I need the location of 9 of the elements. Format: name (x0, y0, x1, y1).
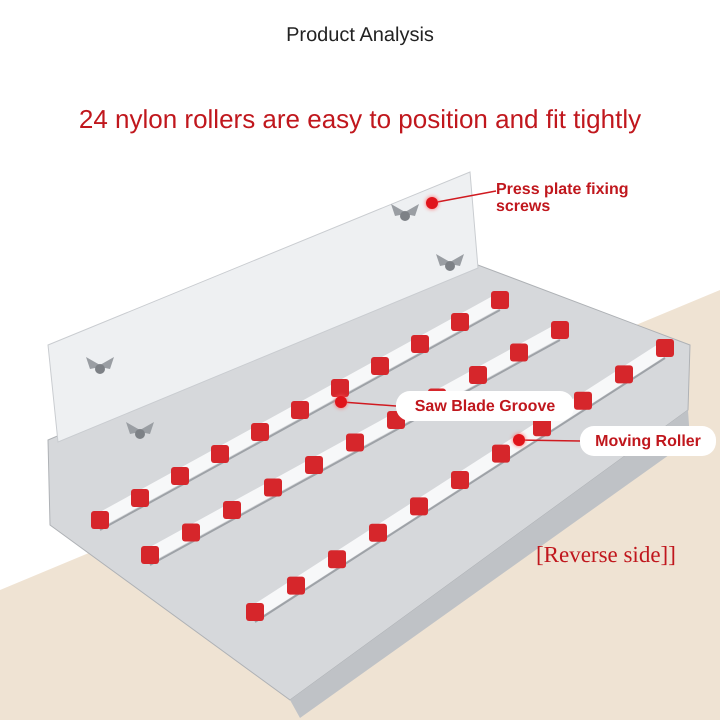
leader-line (438, 190, 496, 203)
title: Product Analysis (285, 24, 435, 47)
callout-text: Press plate fixing screws (496, 181, 666, 215)
side-note: [Reverse side]] (536, 542, 677, 568)
callout-label: Moving Roller (580, 426, 716, 456)
callout-label: Saw Blade Groove (396, 391, 574, 421)
headline: 24 nylon rollers are easy to position and fit tightly (78, 104, 642, 135)
leader-line (346, 402, 396, 407)
leader-line (524, 439, 580, 442)
